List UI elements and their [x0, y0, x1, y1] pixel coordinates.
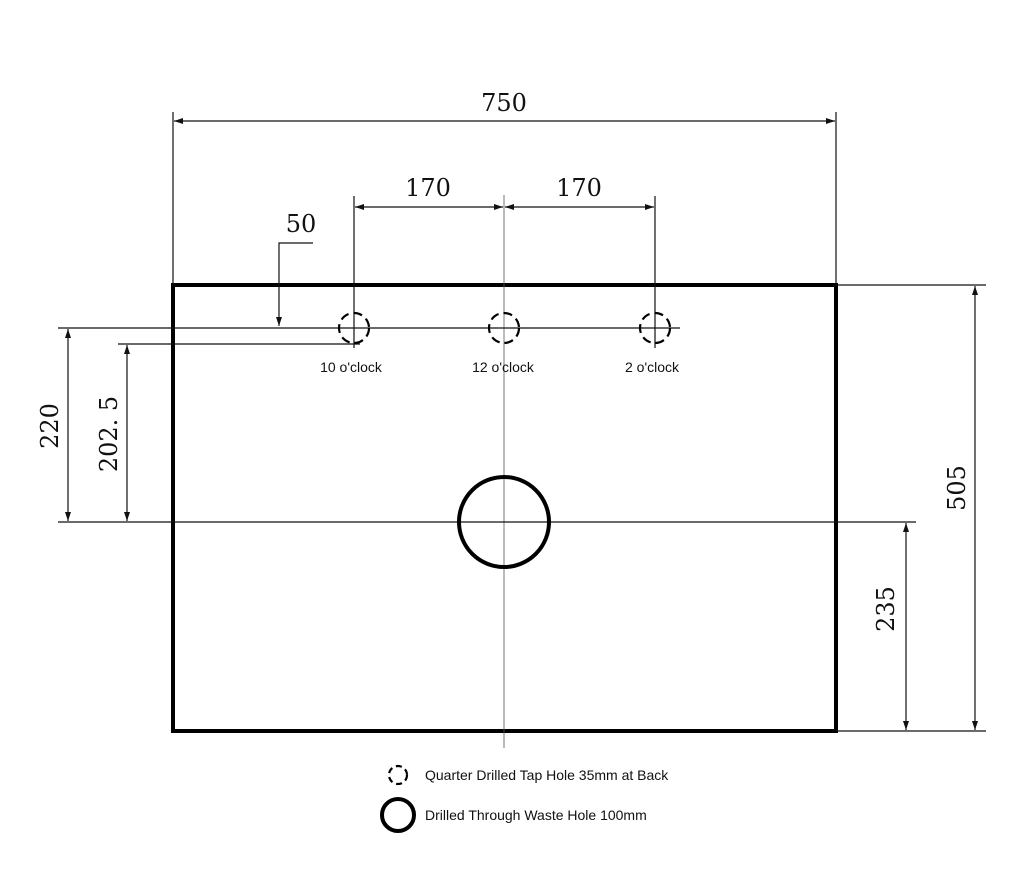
- depth-to-tap-row-label: 220: [36, 403, 64, 449]
- overall-width-label: 750: [481, 89, 527, 117]
- tap-spacing-right-label: 170: [556, 174, 602, 202]
- legend-tap-hole-icon: [387, 764, 409, 786]
- overall-depth-label: 505: [943, 465, 971, 511]
- tap-offset-leader: [276, 242, 313, 326]
- tap-label-2-oclock: 2 o'clock: [625, 359, 680, 375]
- tap-hole-10-oclock: [337, 311, 371, 345]
- waste-from-front-label: 235: [872, 586, 900, 632]
- tap-label-12-oclock: 12 o'clock: [472, 359, 535, 375]
- legend-waste-hole-icon: [380, 797, 416, 833]
- depth-to-tap-center-label: 202. 5: [95, 396, 123, 472]
- legend-waste-hole-text: Drilled Through Waste Hole 100mm: [425, 807, 647, 823]
- tap-label-10-oclock: 10 o'clock: [320, 359, 383, 375]
- basin-outline: [171, 283, 838, 733]
- tap-hole-12-oclock: [487, 311, 521, 345]
- legend-tap-hole-text: Quarter Drilled Tap Hole 35mm at Back: [425, 767, 669, 783]
- waste-hole: [457, 475, 551, 569]
- tap-spacing-left-label: 170: [405, 174, 451, 202]
- tap-offset-label: 50: [286, 210, 317, 238]
- tap-hole-2-oclock: [638, 311, 672, 345]
